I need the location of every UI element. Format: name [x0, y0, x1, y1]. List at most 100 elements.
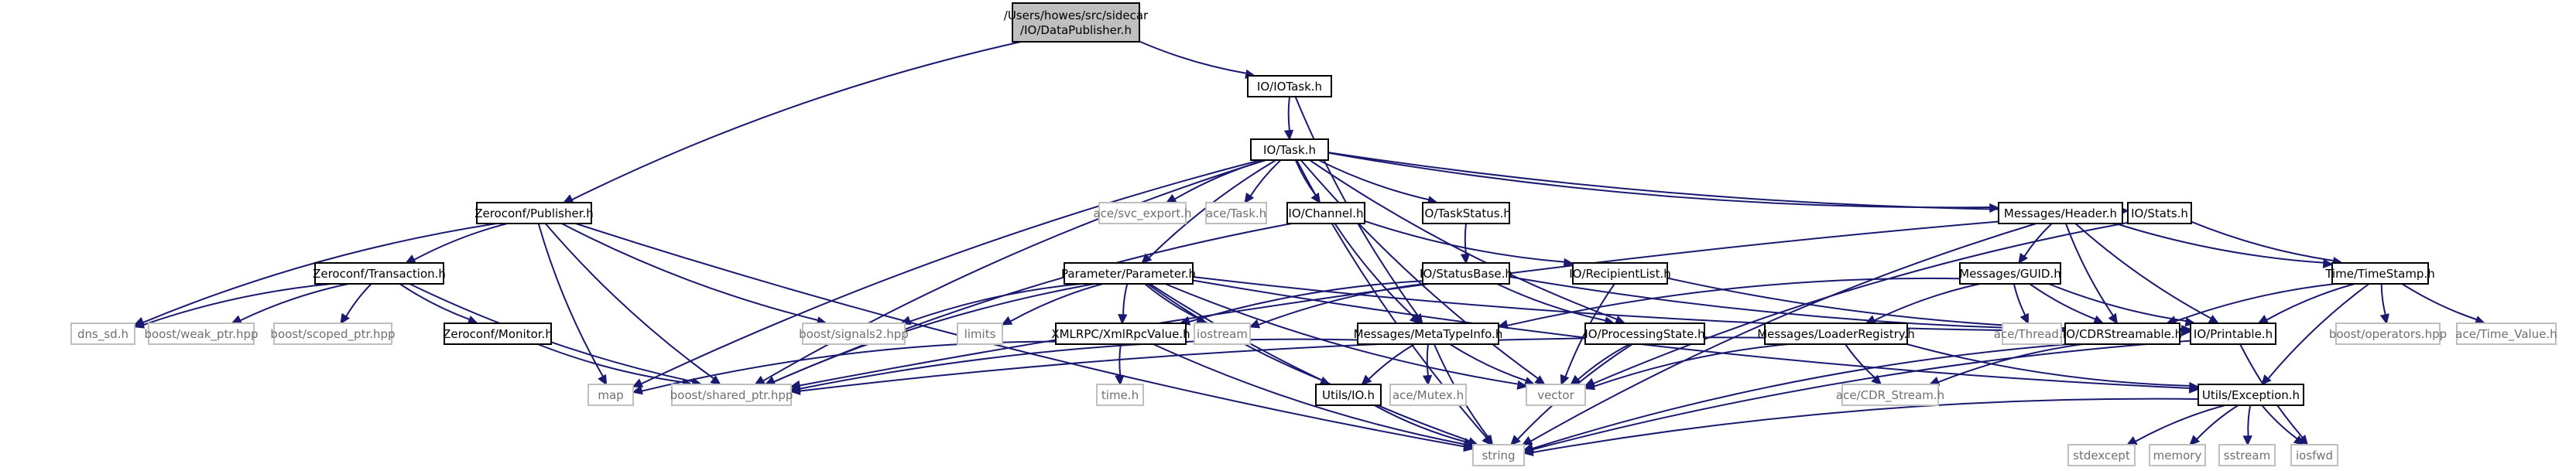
arrowhead-msg_header-to-io_printable	[2208, 314, 2220, 324]
edge-io_statusbase-to-xmlrpc	[1188, 280, 1423, 323]
arrowhead-metatype-to-string	[1483, 434, 1494, 446]
node-zc_transaction[interactable]: Zeroconf/Transaction.h	[313, 262, 446, 285]
edge-task_h-to-io_stats	[1327, 152, 2120, 211]
edge-xmlrpc-to-string	[1153, 343, 1465, 445]
edge-utils_io-to-string	[1374, 404, 1466, 443]
node-io_procstate[interactable]: IO/ProcessingState.h	[1584, 323, 1705, 345]
node-io_printable[interactable]: IO/Printable.h	[2190, 323, 2276, 345]
node-io_channel[interactable]: IO/Channel.h	[1286, 202, 1365, 224]
arrowhead-utils_io-to-string	[1463, 438, 1475, 447]
edge-task_h-to-ace_task	[1249, 159, 1282, 197]
node-vector: vector	[1526, 384, 1586, 406]
edge-io_channel-to-metatype	[1334, 223, 1415, 318]
edge-metatype-to-shared_ptr	[799, 338, 1358, 390]
node-label-iotask_h: IO/IOTask.h	[1257, 80, 1322, 94]
arrowhead-iotask_h-to-task_h	[1283, 129, 1294, 141]
arrowhead-zc_publisher-to-zc_transaction	[405, 254, 416, 264]
edge-cdr_streamable-to-string	[1532, 343, 2069, 449]
node-io_stats[interactable]: IO/Stats.h	[2127, 202, 2192, 224]
node-label-boost_ops: boost/operators.hpp	[2329, 327, 2447, 341]
edge-metatype-to-ace_mutex	[1426, 343, 1429, 377]
node-label-root: /Users/howes/src/sidecar	[1004, 9, 1149, 22]
edge-time_stamp-to-ace_timevalue	[2401, 283, 2478, 321]
arrowhead-msg_header-to-cdr_streamable	[2108, 312, 2119, 325]
arrowhead-time_stamp-to-boost_ops	[2379, 313, 2389, 325]
node-label-io_statusbase: IO/StatusBase.h	[1420, 267, 1512, 281]
node-msg_guid[interactable]: Messages/GUID.h	[1959, 262, 2061, 285]
node-time_stamp[interactable]: Time/TimeStamp.h	[2324, 262, 2435, 285]
node-metatype[interactable]: Messages/MetaTypeInfo.h	[1354, 323, 1503, 345]
node-zc_publisher[interactable]: Zeroconf/Publisher.h	[474, 202, 594, 224]
arrowhead-time_stamp-to-io_printable	[2257, 315, 2269, 324]
edge-loader_reg-to-utils_exc	[1906, 343, 2191, 387]
node-map: map	[587, 384, 634, 406]
arrowhead-loader_reg-to-cdr_stream	[1871, 374, 1882, 386]
node-param[interactable]: Parameter/Parameter.h	[1061, 262, 1196, 285]
node-root[interactable]: /Users/howes/src/sidecar/IO/DataPublishe…	[1004, 2, 1149, 43]
node-io_statusbase[interactable]: IO/StatusBase.h	[1420, 262, 1512, 285]
arrowhead-msg_header-to-string	[1521, 435, 1533, 445]
node-box-param	[1064, 262, 1194, 285]
node-box-ace_mutex	[1389, 384, 1467, 406]
node-label-metatype: Messages/MetaTypeInfo.h	[1354, 327, 1503, 341]
node-io_recipient[interactable]: IO/RecipientList.h	[1569, 262, 1671, 285]
node-label-zc_publisher: Zeroconf/Publisher.h	[474, 206, 594, 220]
node-label-io_channel: IO/Channel.h	[1288, 206, 1363, 220]
node-loader_reg[interactable]: Messages/LoaderRegistry.h	[1757, 323, 1915, 345]
edge-metatype-to-vector	[1449, 343, 1527, 382]
node-label-task_h: IO/Task.h	[1263, 143, 1316, 157]
edge-zc_transaction-to-dns_sd	[142, 283, 332, 326]
node-box-io_taskstatus	[1422, 202, 1510, 224]
node-utils_exc[interactable]: Utils/Exception.h	[2197, 384, 2304, 406]
node-box-zc_transaction	[314, 262, 444, 285]
node-label-zc_transaction: Zeroconf/Transaction.h	[313, 267, 446, 281]
node-shared_ptr: boost/shared_ptr.hpp	[670, 384, 793, 406]
node-label-io_stats: IO/Stats.h	[2131, 206, 2188, 220]
arrowhead-msg_guid-to-metatype	[1497, 319, 1509, 329]
arrowhead-loader_reg-to-utils_exc	[2189, 381, 2200, 392]
edge-zc_publisher-to-string	[575, 223, 1465, 448]
node-label-ace_timevalue: ace/Time_Value.h	[2455, 327, 2557, 342]
node-box-io_statusbase	[1422, 262, 1510, 285]
arrowhead-param-to-xmlrpc	[1118, 313, 1128, 325]
node-label-utils_exc: Utils/Exception.h	[2202, 388, 2300, 402]
edge-task_h-to-io_taskstatus	[1318, 159, 1430, 201]
node-xmlrpc[interactable]: XMLRPC/XmlRpcValue.h	[1051, 323, 1190, 345]
node-utils_io[interactable]: Utils/IO.h	[1315, 384, 1382, 406]
edge-loader_reg-to-cdr_stream	[1845, 343, 1876, 379]
node-label-memory: memory	[2153, 449, 2202, 462]
edge-msg_header-to-string	[1530, 223, 2036, 442]
node-box-ace_task	[1205, 202, 1267, 224]
arrowhead-xmlrpc-to-time_h	[1115, 374, 1125, 386]
node-label-time_stamp: Time/TimeStamp.h	[2324, 267, 2434, 281]
edge-root-to-iotask_h	[1139, 40, 1247, 74]
node-cdr_streamable[interactable]: IO/CDRStreamable.h	[2063, 323, 2182, 345]
edge-param-to-iostream	[1144, 283, 1200, 319]
edge-msg_header-to-cdr_streamable	[2064, 223, 2114, 316]
node-ace_svc: ace/svc_export.h	[1093, 202, 1192, 224]
node-iotask_h[interactable]: IO/IOTask.h	[1247, 75, 1332, 97]
node-task_h[interactable]: IO/Task.h	[1250, 138, 1329, 161]
node-box-cdr_stream	[1841, 384, 1939, 406]
edge-msg_guid-to-cdr_streamable	[2029, 283, 2096, 320]
node-label-io_printable: IO/Printable.h	[2194, 327, 2273, 341]
arrowhead-param-to-limits	[1001, 316, 1013, 326]
node-zc_monitor[interactable]: Zeroconf/Monitor.h	[443, 323, 553, 345]
edge-zc_publisher-to-zc_transaction	[413, 223, 508, 261]
node-label-stdexcept: stdexcept	[2073, 449, 2130, 462]
node-msg_header[interactable]: Messages/Header.h	[1998, 202, 2123, 224]
node-io_taskstatus[interactable]: IO/TaskStatus.h	[1421, 202, 1511, 224]
edge-msg_guid-to-metatype	[1506, 277, 1961, 326]
node-box-vector	[1526, 384, 1586, 406]
node-label-ace_task: ace/Task.h	[1206, 206, 1266, 220]
edge-utils_exc-to-iosfwd	[2261, 404, 2298, 440]
node-ace_thread: ace/Thread.h	[1994, 323, 2070, 345]
edge-io_stats-to-vector	[1593, 221, 2129, 384]
node-label-vector: vector	[1537, 388, 1574, 402]
arrowhead-task_h-to-param	[1141, 253, 1153, 265]
edge-zc_publisher-to-signals2	[561, 223, 819, 322]
node-box-weak_ptr	[148, 323, 255, 345]
dependency-edges	[133, 40, 2486, 456]
node-label-limits: limits	[964, 327, 996, 341]
